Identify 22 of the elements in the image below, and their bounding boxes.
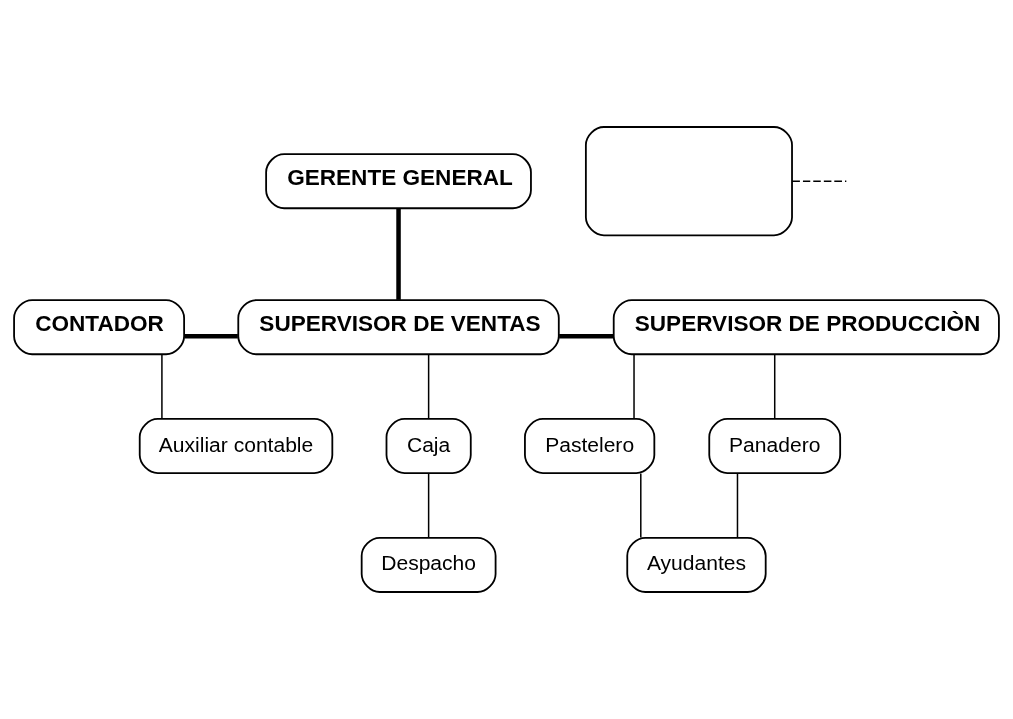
connector: [184, 333, 238, 339]
node-box: Auxiliar contable: [138, 418, 334, 474]
node-box: Pastelero: [524, 418, 656, 474]
connector: [396, 208, 401, 300]
node-box: CONTADOR: [13, 299, 185, 356]
node-box: Despacho: [360, 536, 497, 593]
node-box: [584, 126, 793, 237]
node-box: Caja: [385, 418, 472, 474]
connector: [791, 180, 848, 182]
connector: [640, 472, 642, 539]
node-box: Panadero: [708, 418, 842, 474]
connector: [161, 353, 163, 420]
node-box: Ayudantes: [626, 536, 767, 593]
connector: [559, 333, 614, 339]
node-box: GERENTE GENERAL: [265, 153, 532, 210]
connector: [633, 353, 635, 420]
connector: [427, 472, 430, 539]
connector: [736, 472, 739, 539]
node-box: SUPERVISOR DE VENTAS: [237, 299, 560, 356]
connector: [773, 353, 776, 420]
connector: [427, 353, 430, 420]
node-box: SUPERVISOR DE PRODUCCIÒN: [612, 299, 1000, 356]
